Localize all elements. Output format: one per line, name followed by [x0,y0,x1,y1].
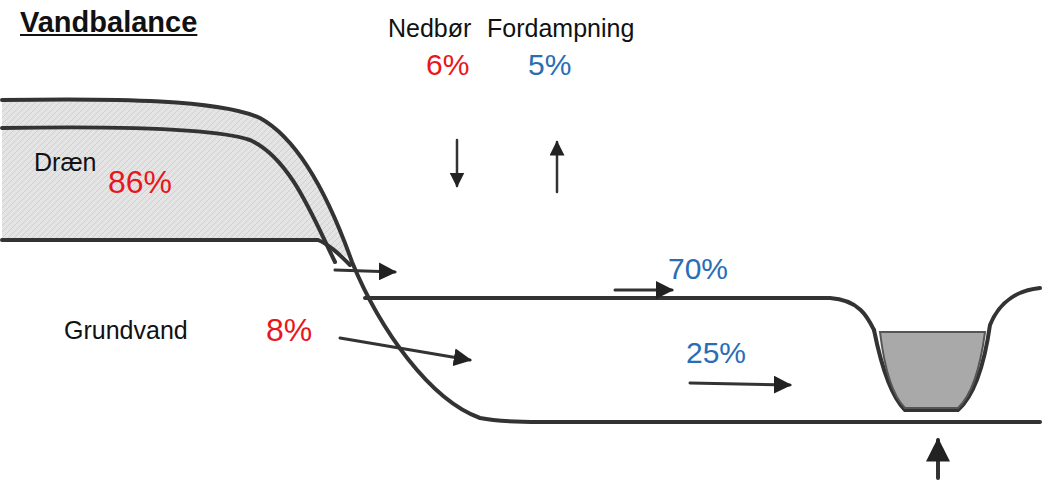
label-holder: 70% [668,254,728,284]
label-holder: Dræn [34,150,97,175]
flow-name: Nedbør [388,14,471,42]
label-holder: 5% [528,50,571,80]
percent-value: 6% [426,48,469,81]
title-block: Vandbalance [20,8,197,37]
percent-value: 86% [108,164,172,200]
label-holder: Fordampning [487,16,634,41]
source-name: Grundvand [64,316,188,344]
percent-value: 8% [266,312,312,348]
label-holder: 25% [686,338,746,368]
percent-value: 70% [668,252,728,285]
flow-name: Fordampning [487,14,634,42]
percent-value: 25% [686,336,746,369]
diagram-title: Vandbalance [20,6,197,38]
label-holder: Grundvand [64,318,188,343]
percent-value: 5% [528,48,571,81]
label-holder: 6% [426,50,469,80]
source-name: Dræn [34,148,97,176]
label-holder: 8% [266,314,312,346]
label-holder: Nedbør [388,16,471,41]
label-holder: 86% [108,166,172,198]
